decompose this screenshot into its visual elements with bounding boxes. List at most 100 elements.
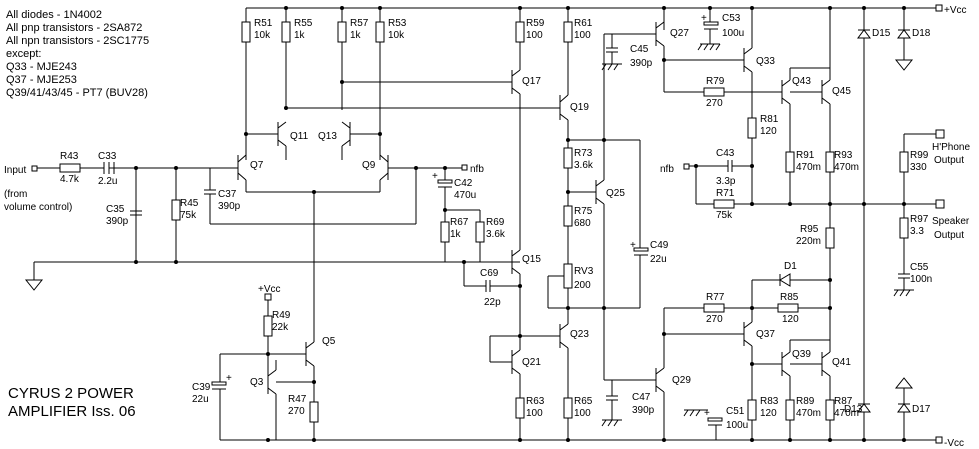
svg-text:R75: R75	[574, 206, 593, 217]
svg-text:270: 270	[288, 406, 305, 417]
svg-text:270: 270	[706, 98, 723, 109]
wiring: nfb	[210, 6, 970, 440]
svg-text:D18: D18	[912, 28, 931, 39]
transistor-q25: Q25	[595, 179, 625, 205]
svg-text:C42: C42	[454, 178, 473, 189]
svg-text:R87: R87	[834, 396, 853, 407]
svg-text:100: 100	[574, 30, 591, 41]
svg-text:R93: R93	[834, 150, 853, 161]
svg-text:120: 120	[760, 126, 777, 137]
svg-text:100: 100	[526, 408, 543, 419]
polarity-mark: +	[701, 13, 707, 24]
diode-d1: D1	[779, 261, 797, 287]
polarity-mark: +	[704, 408, 710, 419]
svg-text:Q39: Q39	[792, 349, 811, 360]
transistor-q45: Q45	[821, 79, 851, 105]
svg-text:Q21: Q21	[522, 357, 541, 368]
input-terminal	[31, 165, 38, 172]
transistor-q17: Q17	[511, 69, 541, 95]
svg-text:R91: R91	[796, 150, 815, 161]
svg-text:Q15: Q15	[522, 254, 541, 265]
svg-text:R65: R65	[574, 396, 593, 407]
svg-text:C33: C33	[98, 151, 117, 162]
transistor-q9: Q9	[362, 154, 389, 181]
capacitor-c45: C45 390p	[606, 44, 653, 69]
svg-text:R69: R69	[486, 217, 505, 228]
svg-text:R49: R49	[272, 310, 291, 321]
svg-text:470m: 470m	[796, 408, 821, 419]
note-line: except:	[6, 48, 41, 60]
diode-d18: D18	[897, 28, 931, 44]
svg-text:390p: 390p	[630, 58, 653, 69]
svg-text:22u: 22u	[192, 394, 209, 405]
svg-text:D1: D1	[784, 261, 797, 272]
polarity-mark: +	[226, 373, 232, 384]
svg-text:200: 200	[574, 280, 591, 291]
svg-text:22u: 22u	[650, 254, 667, 265]
note-line: Q37 - MJE253	[6, 74, 77, 86]
svg-text:C47: C47	[632, 392, 651, 403]
svg-text:10k: 10k	[254, 30, 271, 41]
svg-text:100u: 100u	[726, 420, 748, 431]
svg-text:R81: R81	[760, 114, 779, 125]
svg-text:C45: C45	[630, 44, 649, 55]
svg-text:C49: C49	[650, 240, 669, 251]
input-label: Input	[4, 165, 26, 176]
svg-text:C69: C69	[480, 268, 499, 279]
svg-text:Q43: Q43	[792, 76, 811, 87]
svg-text:Q27: Q27	[670, 28, 689, 39]
svg-text:R67: R67	[450, 217, 469, 228]
diode-d15: D15	[857, 28, 891, 44]
svg-text:22p: 22p	[484, 297, 501, 308]
svg-text:470u: 470u	[454, 190, 476, 201]
svg-text:100u: 100u	[722, 28, 744, 39]
component-notes: All diodes - 1N4002 All pnp transistors …	[6, 9, 149, 99]
svg-text:120: 120	[782, 314, 799, 325]
svg-text:R45: R45	[180, 198, 199, 209]
svg-text:R47: R47	[288, 394, 307, 405]
capacitor-c69: C69 22p	[480, 268, 501, 308]
svg-text:R57: R57	[350, 18, 369, 29]
svg-text:Q3: Q3	[250, 377, 264, 388]
svg-text:R59: R59	[526, 18, 545, 29]
svg-text:Q25: Q25	[606, 188, 625, 199]
svg-text:1k: 1k	[350, 30, 362, 41]
svg-text:100: 100	[526, 30, 543, 41]
svg-text:2.2u: 2.2u	[98, 176, 117, 187]
ground-symbol	[894, 59, 914, 71]
svg-text:270: 270	[706, 314, 723, 325]
speaker-terminal	[935, 199, 945, 209]
svg-text:+Vcc: +Vcc	[258, 284, 281, 295]
svg-text:RV3: RV3	[574, 266, 594, 277]
transistor-q43: Q43	[781, 76, 811, 105]
svg-text:R55: R55	[294, 18, 313, 29]
svg-text:120: 120	[760, 408, 777, 419]
transistor-q41: Q41	[821, 351, 851, 377]
svg-text:C37: C37	[218, 189, 237, 200]
svg-text:Q45: Q45	[832, 86, 851, 97]
svg-text:100: 100	[574, 408, 591, 419]
svg-text:C39: C39	[192, 382, 211, 393]
svg-text:R53: R53	[388, 18, 407, 29]
svg-text:3.6k: 3.6k	[486, 229, 506, 240]
svg-text:R43: R43	[60, 151, 79, 162]
transistor-q29: Q29	[655, 367, 691, 393]
